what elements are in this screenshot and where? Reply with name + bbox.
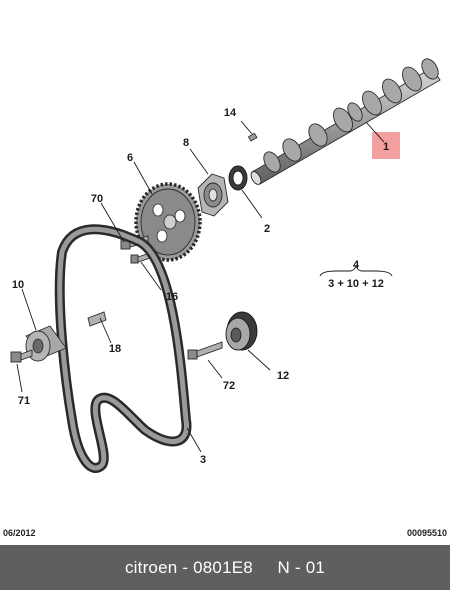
caption-bar: citroen - 0801E8 N - 01 — [0, 545, 450, 590]
callout-18: 18 — [109, 343, 121, 355]
callout-6: 6 — [127, 152, 133, 164]
callout-1: 1 — [383, 141, 389, 153]
camshaft-pulley-part — [134, 182, 202, 262]
callout-71: 71 — [18, 395, 30, 407]
stud-part — [87, 311, 107, 327]
callout-3: 3 — [200, 454, 206, 466]
footer-meta: 06/2012 00095510 — [0, 528, 450, 544]
callout-10: 10 — [12, 279, 24, 291]
footer-date: 06/2012 — [3, 528, 36, 538]
key-part — [247, 132, 258, 142]
callout-12: 12 — [277, 370, 289, 382]
callout-70: 70 — [91, 193, 103, 205]
hub-part — [197, 173, 229, 217]
kit-formula: 3 + 10 + 12 — [328, 278, 384, 290]
idler-roller-part — [225, 311, 258, 351]
camshaft-part — [250, 58, 441, 185]
idler-bolt-part — [187, 341, 223, 360]
callout-14: 14 — [224, 107, 237, 119]
callout-8: 8 — [183, 137, 189, 149]
callout-16: 16 — [166, 291, 178, 303]
callout-1-highlight — [372, 132, 400, 159]
kit-brace — [319, 264, 393, 277]
timing-belt-part — [54, 224, 192, 473]
exploded-parts-diagram: 1 2 3 6 8 10 12 14 16 18 70 71 72 4 3 + … — [10, 58, 441, 473]
oil-seal-part — [228, 165, 248, 191]
nut-part — [10, 349, 33, 363]
callout-2: 2 — [264, 223, 270, 235]
callout-72: 72 — [223, 380, 235, 392]
leader-lines — [16, 120, 385, 453]
caption-text: citroen - 0801E8 N - 01 — [124, 557, 326, 577]
footer-code: 00095510 — [406, 528, 447, 538]
kit-number: 4 — [353, 259, 360, 271]
